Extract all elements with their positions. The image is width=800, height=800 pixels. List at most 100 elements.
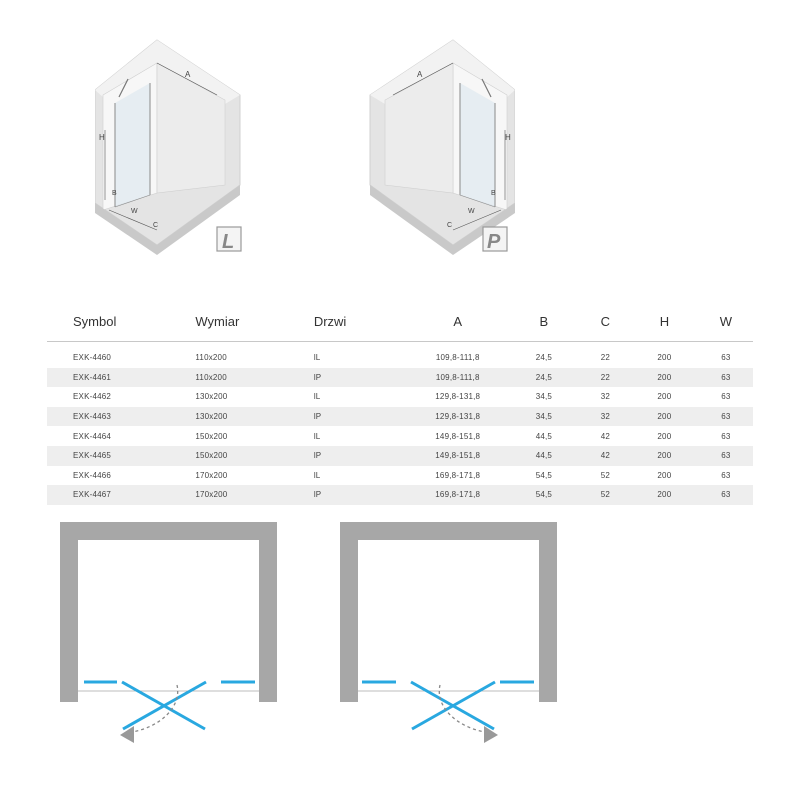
- plan-wall-left: [60, 522, 277, 702]
- cell-a: 109,8-111,8: [408, 367, 507, 388]
- table-row: EXK-4464 150x200 lL 149,8-151,8 44,5 42 …: [47, 426, 753, 446]
- iso-view-left: A H B W C L: [95, 39, 242, 255]
- header-c: C: [580, 305, 630, 342]
- iso-label-b-right: B: [491, 190, 496, 197]
- cell-w: 63: [698, 367, 753, 388]
- plan-wall-right: [340, 522, 557, 702]
- cell-symbol: EXK-4465: [47, 445, 196, 466]
- cell-h: 200: [657, 353, 672, 363]
- cell-b: 24,5: [506, 367, 581, 388]
- swing-arrow-icon-right: [484, 726, 498, 743]
- cell-c: 22: [600, 353, 611, 363]
- cell-symbol: EXK-4464: [73, 431, 112, 441]
- cell-w: 63: [698, 445, 753, 466]
- cell-symbol: EXK-4466: [73, 470, 112, 480]
- cell-b: 34,5: [506, 406, 581, 427]
- cell-drzwi: lL: [313, 470, 321, 480]
- cell-symbol: EXK-4463: [47, 406, 196, 427]
- table-row: EXK-4462 130x200 lL 129,8-131,8 34,5 32 …: [47, 387, 753, 407]
- glass-door-open: [122, 680, 207, 731]
- iso-label-b: B: [112, 190, 117, 197]
- swing-arrow-icon: [120, 726, 134, 743]
- cell-wymiar: 110x200: [195, 353, 227, 363]
- floor-plan-right: [340, 522, 557, 743]
- cell-wymiar: 170x200: [195, 470, 228, 480]
- cell-drzwi: lL: [313, 431, 321, 441]
- cell-drzwi: lP: [313, 445, 409, 466]
- door-swing-arc-right: [438, 684, 486, 733]
- cell-wymiar: 170x200: [195, 485, 314, 505]
- cell-symbol: EXK-4462: [73, 392, 112, 402]
- table-row: EXK-4465 150x200 lP 149,8-151,8 44,5 42 …: [47, 445, 753, 466]
- table-row: EXK-4460 110x200 lL 109,8-111,8 24,5 22 …: [47, 348, 753, 368]
- iso-label-h: H: [99, 133, 105, 142]
- iso-label-w: W: [131, 208, 138, 215]
- header-drzwi: Drzwi: [313, 305, 409, 342]
- cell-b: 24,5: [535, 353, 553, 363]
- cell-drzwi: lP: [313, 485, 409, 505]
- cell-c: 42: [600, 431, 611, 441]
- cell-drzwi: lP: [313, 367, 409, 388]
- cell-c: 52: [580, 485, 630, 505]
- spec-table: Symbol Wymiar Drzwi A B C H W EXK-4460 1…: [47, 305, 753, 505]
- cell-h: 200: [657, 470, 672, 480]
- cell-h: 200: [657, 392, 672, 402]
- cell-h: 200: [629, 445, 699, 466]
- cell-b: 34,5: [535, 392, 553, 402]
- cell-a: 129,8-131,8: [408, 406, 507, 427]
- cell-b: 44,5: [506, 445, 581, 466]
- table-row: EXK-4466 170x200 lL 169,8-171,8 54,5 52 …: [47, 466, 753, 486]
- cell-c: 22: [580, 367, 630, 388]
- cell-a: 169,8-171,8: [408, 485, 507, 505]
- cell-c: 42: [580, 445, 630, 466]
- cell-c: 52: [600, 470, 611, 480]
- variant-badge-left: L: [222, 231, 234, 253]
- cell-a: 149,8-151,8: [408, 445, 507, 466]
- header-w: W: [698, 305, 753, 342]
- header-wymiar: Wymiar: [195, 305, 314, 342]
- cell-a: 169,8-171,8: [435, 470, 481, 480]
- cell-w: 63: [698, 406, 753, 427]
- cell-symbol: EXK-4461: [47, 367, 196, 388]
- glass-door-open-right: [410, 680, 495, 731]
- cell-c: 32: [600, 392, 611, 402]
- cell-w: 63: [698, 485, 753, 505]
- cell-wymiar: 130x200: [195, 392, 228, 402]
- floor-plan-left: [60, 522, 277, 743]
- cell-a: 149,8-151,8: [435, 431, 481, 441]
- cell-w: 63: [721, 431, 731, 441]
- cell-w: 63: [721, 470, 731, 480]
- cell-wymiar: 150x200: [195, 445, 314, 466]
- iso-label-c-right: C: [447, 222, 452, 229]
- cell-c: 32: [580, 406, 630, 427]
- table-row: EXK-4463 130x200 lP 129,8-131,8 34,5 32 …: [47, 406, 753, 427]
- iso-label-c: C: [153, 222, 158, 229]
- cell-symbol: EXK-4460: [73, 353, 112, 363]
- cell-a: 109,8-111,8: [435, 353, 480, 363]
- cell-drzwi: lP: [313, 406, 409, 427]
- cell-a: 129,8-131,8: [435, 392, 481, 402]
- header-h: H: [629, 305, 699, 342]
- cell-w: 63: [721, 353, 731, 363]
- cell-wymiar: 110x200: [195, 367, 314, 388]
- cell-h: 200: [657, 431, 672, 441]
- iso-view-right: A H B W C P: [369, 39, 515, 255]
- iso-label-a: A: [185, 70, 191, 79]
- table-row: EXK-4461 110x200 lP 109,8-111,8 24,5 22 …: [47, 367, 753, 388]
- cell-b: 44,5: [535, 431, 553, 441]
- table-header-row: Symbol Wymiar Drzwi A B C H W: [47, 305, 753, 342]
- cell-b: 54,5: [535, 470, 553, 480]
- cell-h: 200: [629, 406, 699, 427]
- header-a: A: [408, 305, 507, 342]
- cell-drzwi: lL: [313, 353, 321, 363]
- door-swing-arc: [131, 684, 179, 733]
- header-symbol: Symbol: [47, 305, 196, 342]
- header-b: B: [506, 305, 581, 342]
- iso-label-a-right: A: [417, 70, 423, 79]
- table-row: EXK-4467 170x200 lP 169,8-171,8 54,5 52 …: [47, 485, 753, 505]
- iso-label-h-right: H: [505, 133, 511, 142]
- variant-badge-right: P: [487, 231, 501, 253]
- cell-h: 200: [629, 485, 699, 505]
- cell-symbol: EXK-4467: [47, 485, 196, 505]
- cell-w: 63: [721, 392, 731, 402]
